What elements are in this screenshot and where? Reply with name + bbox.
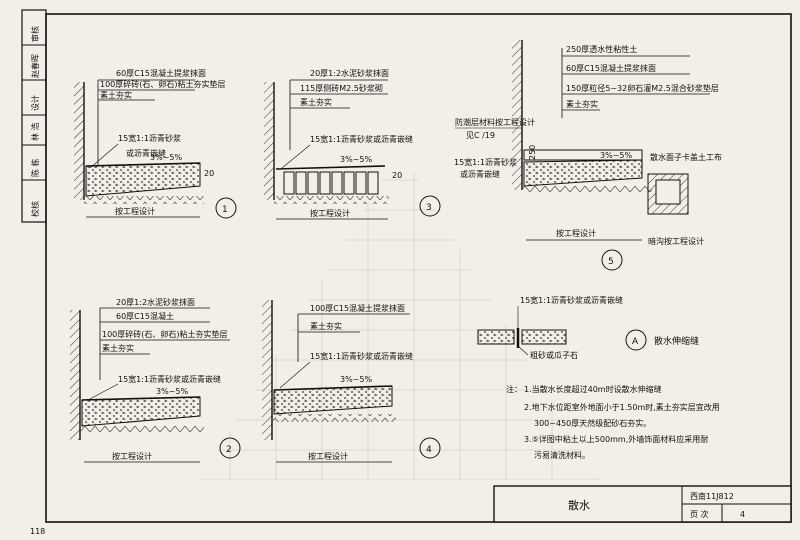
detail-number: 3 <box>426 203 432 213</box>
detail-2: 20厚1:2水泥砂浆抹面 60厚C15混凝土 100厚碎砖(石、卵石)粘土夯实垫… <box>70 297 241 463</box>
page-number: 4 <box>740 510 745 519</box>
joint-note: 15宽1:1沥青砂浆或沥青嵌缝 <box>310 351 413 361</box>
dim-20: 20 <box>392 171 402 180</box>
notes-heading: 注： <box>506 384 522 394</box>
width-label: 按工程设计 <box>308 451 348 461</box>
note-2b: 300~450厚天然级配砂石夯实。 <box>534 418 651 428</box>
detail-1: 60厚C15混凝土提浆抹面 100厚碎砖(石、卵石)粘土夯实垫层 素土夯实 15… <box>74 68 237 219</box>
detail-marker: A <box>632 337 639 347</box>
layer-2: 60厚C15混凝土 <box>116 311 174 321</box>
layer-1: 20厚1:2水泥砂浆抹面 <box>310 68 389 78</box>
ditch-label: 暗沟按工程设计 <box>648 236 704 246</box>
layer-2: 素土夯实 <box>310 321 342 331</box>
slope: 3%~5% <box>340 155 372 164</box>
ground <box>84 196 204 204</box>
waterproof-note: 防潮层材料按工程设计 <box>455 117 535 127</box>
layer-3: 素土夯实 <box>300 97 332 107</box>
layer-1: 100厚C15混凝土提浆抹面 <box>310 303 405 313</box>
slab <box>85 162 201 197</box>
waterproof-ref: 见C /19 <box>466 131 495 140</box>
detail-title: 散水伸缩缝 <box>654 335 699 347</box>
slope: 3%~5% <box>156 387 188 396</box>
slope: 3%~5% <box>340 375 372 384</box>
layer-2: 100厚碎砖(石、卵石)粘土夯实垫层 <box>100 79 226 89</box>
width-label: 按工程设计 <box>115 206 155 216</box>
detail-number: 1 <box>222 205 228 215</box>
wall <box>74 82 84 200</box>
side-label-1: 校核 <box>30 201 40 217</box>
drain-note: 散水面子卡盖土工布 <box>650 152 722 162</box>
drawing-name: 散水 <box>568 498 590 512</box>
wall <box>264 82 274 200</box>
slab <box>523 159 643 187</box>
dim-250: 250 <box>528 145 537 160</box>
wall <box>70 310 80 440</box>
side-label-6: 审核 <box>30 26 40 42</box>
joint-note: 15宽1:1沥青砂浆或沥青嵌缝 <box>118 374 221 384</box>
layer-3: 150厚粒径5~32卵石灌M2.5混合砂浆垫层 <box>566 83 719 93</box>
clay-layer <box>523 149 643 161</box>
layer-1: 20厚1:2水泥砂浆抹面 <box>116 297 195 307</box>
note-3b: 污易清洗材料。 <box>534 450 590 460</box>
atlas-code: 西南11J812 <box>690 491 734 501</box>
slope: 3%~5% <box>150 153 182 162</box>
notes: 注： 1.当散水长度超过40m时设散水伸缩缝 2.地下水位距室外地面小于1.50… <box>506 384 720 460</box>
joint-note: 15宽1:1沥青砂浆 <box>454 157 517 167</box>
width-label: 按工程设计 <box>310 208 350 218</box>
slope: 3%~5% <box>600 151 632 160</box>
side-label-5: 赵春晖 <box>30 54 40 78</box>
joint-note: 15宽1:1沥青砂浆或沥青嵌缝 <box>520 295 623 305</box>
joint-note-2: 或沥青嵌缝 <box>126 148 166 158</box>
layer-2: 60厚C15混凝土提浆抹面 <box>566 63 656 73</box>
dim-20: 20 <box>204 169 214 178</box>
detail-number: 4 <box>426 445 432 455</box>
layer-4: 素土夯实 <box>102 343 134 353</box>
side-strip: 校核 陈 栋 林 浩 设计 赵春晖 审核 <box>21 9 47 223</box>
detail-number: 2 <box>226 445 232 455</box>
sheet-frame <box>45 13 792 523</box>
fill-note: 粗砂或瓜子石 <box>530 350 578 360</box>
slab <box>81 396 201 427</box>
detail-number: 5 <box>608 257 614 267</box>
joint-note-2: 或沥青嵌缝 <box>460 169 500 179</box>
detail-a: 15宽1:1沥青砂浆或沥青嵌缝 粗砂或瓜子石 A 散水伸缩缝 <box>477 295 699 360</box>
brick-row <box>283 171 379 195</box>
layer-2: 115厚侧砖M2.5砂浆砌 <box>300 83 383 93</box>
joint-note: 15宽1:1沥青砂浆 <box>118 133 181 143</box>
layer-1: 250厚透水性粘性土 <box>566 44 637 54</box>
width-label: 按工程设计 <box>112 451 152 461</box>
detail-3: 20厚1:2水泥砂浆抹面 115厚侧砖M2.5砂浆砌 素土夯实 15宽1:1沥青… <box>264 68 441 220</box>
layer-4: 素土夯实 <box>566 99 598 109</box>
joint-note: 15宽1:1沥青砂浆或沥青嵌缝 <box>310 134 413 144</box>
side-label-2: 陈 栋 <box>30 158 40 177</box>
detail-4: 100厚C15混凝土提浆抹面 素土夯实 15宽1:1沥青砂浆或沥青嵌缝 3%~5… <box>262 300 441 463</box>
layer-3: 素土夯实 <box>100 90 132 100</box>
page-label: 页 次 <box>690 509 709 519</box>
note-1: 1.当散水长度超过40m时设散水伸缩缝 <box>524 384 662 394</box>
wall <box>262 300 272 440</box>
title-block: 散水 西南11J812 页 次 4 <box>493 485 792 523</box>
side-label-3: 林 浩 <box>30 122 40 141</box>
watermark <box>200 150 600 480</box>
page-mark: 118 <box>30 527 45 536</box>
note-2: 2.地下水位距室外地面小于1.50m时,素土夯实层宜改用 <box>524 402 720 412</box>
wall <box>512 40 522 190</box>
layer-3: 100厚碎砖(石、卵石)粘土夯实垫层 <box>102 329 228 339</box>
note-3: 3.⑤详图中粘土以上500mm,外墙饰面材料应采用耐 <box>524 434 708 444</box>
layer-1: 60厚C15混凝土提浆抹面 <box>116 68 206 78</box>
width-label: 按工程设计 <box>556 228 596 238</box>
side-label-4: 设计 <box>30 95 40 111</box>
detail-5: 250厚透水性粘性土 60厚C15混凝土提浆抹面 150厚粒径5~32卵石灌M2… <box>454 40 722 271</box>
